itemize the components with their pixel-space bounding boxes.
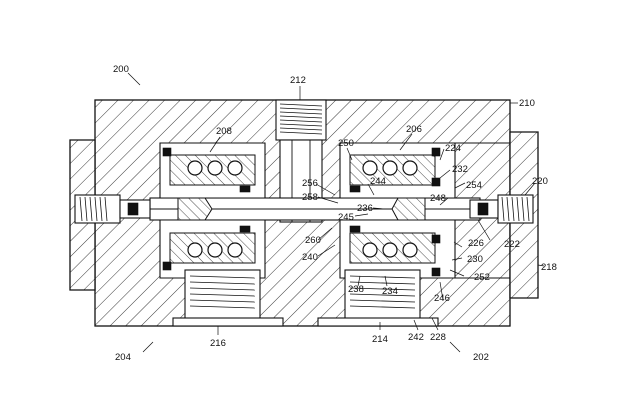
label-242: 242 <box>408 332 424 343</box>
label-226: 226 <box>468 238 484 249</box>
label-260: 260 <box>305 235 321 246</box>
leader-lines <box>127 72 545 353</box>
label-206: 206 <box>406 124 422 135</box>
label-208: 208 <box>216 126 232 137</box>
left-valve-assembly-208 <box>159 142 266 279</box>
label-256: 256 <box>302 178 318 189</box>
label-258: 258 <box>302 192 318 203</box>
label-244: 244 <box>370 176 386 187</box>
label-210: 210 <box>519 98 535 109</box>
bottom-port-214 <box>317 269 439 327</box>
label-246: 246 <box>434 293 450 304</box>
label-228: 228 <box>430 332 446 343</box>
label-234: 234 <box>382 286 398 297</box>
label-232: 232 <box>452 164 468 175</box>
label-222: 222 <box>504 239 520 250</box>
label-214: 214 <box>372 334 388 345</box>
label-230: 230 <box>467 254 483 265</box>
left-plug <box>74 194 151 224</box>
label-240: 240 <box>302 252 318 263</box>
label-200: 200 <box>113 64 129 75</box>
label-238: 238 <box>348 284 364 295</box>
label-224: 224 <box>445 143 461 154</box>
reference-labels: 200 202 204 206 208 210 212 214 216 218 … <box>113 64 557 363</box>
label-204: 204 <box>115 352 131 363</box>
label-218: 218 <box>541 262 557 273</box>
label-248: 248 <box>430 193 446 204</box>
label-254: 254 <box>466 180 482 191</box>
label-216: 216 <box>210 338 226 349</box>
right-valve-assembly-206 <box>339 142 510 279</box>
label-252: 252 <box>474 272 490 283</box>
label-245: 245 <box>338 212 354 223</box>
bottom-port-216 <box>172 269 284 327</box>
label-212: 212 <box>290 75 306 86</box>
right-plug-220 <box>469 194 534 224</box>
label-250: 250 <box>338 138 354 149</box>
label-202: 202 <box>473 352 489 363</box>
label-220: 220 <box>532 176 548 187</box>
label-236: 236 <box>357 203 373 214</box>
